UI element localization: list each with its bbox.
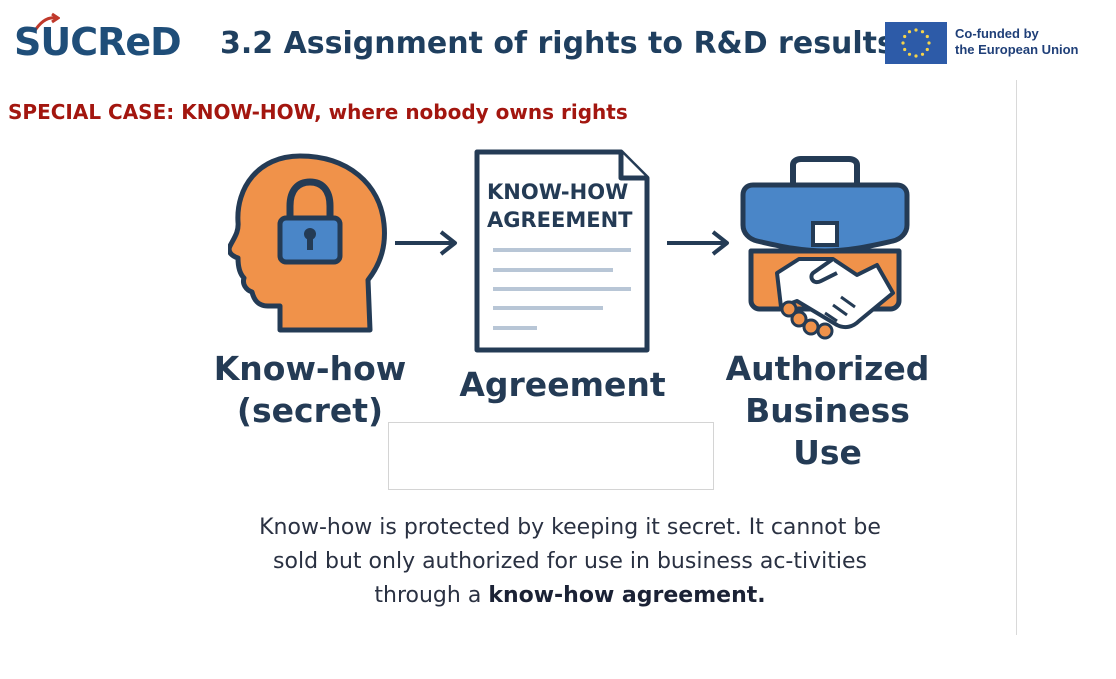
sucred-logo: SUCReD [12, 12, 182, 68]
description-text: Know-how is protected by keeping it secr… [259, 515, 881, 608]
page-title: 3.2 Assignment of rights to R&D results [220, 26, 895, 61]
logo-text: SUCReD [14, 20, 182, 64]
vertical-divider [1016, 80, 1017, 635]
briefcase-handshake-icon [740, 156, 910, 340]
agreement-document-icon [474, 149, 650, 353]
eu-flag-icon [885, 22, 947, 64]
empty-text-box [388, 422, 714, 490]
eu-line-1: Co-funded by [955, 26, 1039, 41]
document-title-line-2: AGREEMENT [487, 208, 633, 232]
document-title: KNOW-HOW AGREEMENT [487, 178, 637, 234]
description-paragraph: Know-how is protected by keeping it secr… [250, 511, 890, 613]
arrow-right-icon [667, 230, 729, 256]
label-agreement: Agreement [459, 365, 666, 404]
description-bold-text: know-how agreement. [488, 583, 766, 608]
label-business-line-1: Authorized [725, 349, 930, 388]
eu-line-2: the European Union [955, 42, 1079, 57]
label-business-line-2: Business Use [745, 391, 910, 472]
label-know-how: Know-how (secret) [200, 348, 420, 432]
label-authorized-business-use: Authorized Business Use [705, 348, 950, 474]
eu-funding-text: Co-funded by the European Union [955, 26, 1079, 58]
document-title-line-1: KNOW-HOW [487, 180, 629, 204]
arrow-right-icon [395, 230, 457, 256]
head-lock-icon [228, 153, 387, 333]
logo-swoosh-icon [32, 12, 60, 33]
label-know-how-line-1: Know-how [213, 349, 407, 388]
label-know-how-line-2: (secret) [236, 391, 384, 430]
subtitle: SPECIAL CASE: KNOW-HOW, where nobody own… [8, 100, 628, 124]
